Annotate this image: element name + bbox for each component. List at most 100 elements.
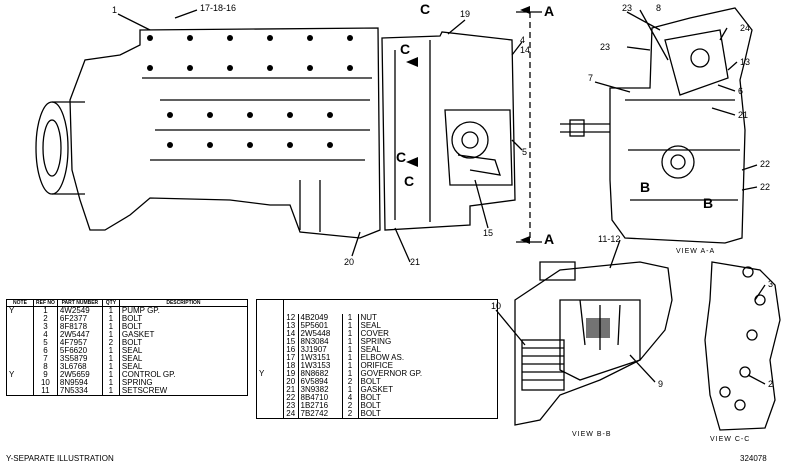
callout-17-18-16: 17-18-16 bbox=[200, 3, 237, 13]
part-description-cell: GASKET bbox=[118, 331, 248, 339]
part-note-cell bbox=[7, 387, 34, 396]
callout-1: 1 bbox=[112, 5, 118, 15]
section-c-low1: C bbox=[396, 149, 407, 165]
part-qty-cell: 1 bbox=[341, 345, 358, 354]
part-ref-cell: 17 bbox=[283, 353, 298, 362]
part-note-cell bbox=[257, 410, 284, 419]
part-ref-cell: 10 bbox=[33, 379, 58, 387]
part-qty-cell: 1 bbox=[101, 379, 120, 387]
part-number-cell: 4B2049 bbox=[297, 313, 342, 322]
part-description-cell: BOLT bbox=[118, 323, 248, 331]
part-number-cell: 1W3151 bbox=[297, 353, 342, 362]
callout-a-21: 21 bbox=[738, 110, 749, 120]
part-description-cell: SEAL bbox=[357, 321, 498, 330]
part-description-cell: CONTROL GP. bbox=[118, 371, 248, 379]
callout-c-2: 2 bbox=[768, 379, 774, 389]
callout-5: 5 bbox=[522, 147, 528, 157]
part-ref-cell: 22 bbox=[283, 393, 298, 402]
part-description-cell: COVER bbox=[357, 329, 498, 338]
part-number-cell: 2W5447 bbox=[56, 331, 103, 339]
section-c-low2: C bbox=[404, 173, 415, 189]
separate-illustration-legend: Y-SEPARATE ILLUSTRATION bbox=[6, 454, 114, 463]
part-qty-cell: 1 bbox=[101, 331, 120, 339]
part-ref-cell: 9 bbox=[33, 371, 58, 379]
callout-a-6: 6 bbox=[738, 86, 744, 96]
part-qty-cell: 1 bbox=[341, 385, 358, 394]
part-description-cell: BOLT bbox=[118, 315, 248, 323]
callout-c-3: 3 bbox=[768, 279, 774, 289]
table-header-row: NOTE REF NO PART NUMBER QTY DESCRIPTION bbox=[6, 299, 249, 307]
section-c-top: C bbox=[420, 1, 431, 17]
part-number-cell: 2W5448 bbox=[297, 329, 342, 338]
callout-19: 19 bbox=[460, 9, 471, 19]
part-note-cell bbox=[257, 346, 284, 354]
part-description-cell: SETSCREW bbox=[118, 387, 248, 396]
part-ref-cell: 21 bbox=[283, 385, 298, 394]
part-number-cell: 8N9594 bbox=[56, 379, 103, 387]
part-ref-cell: 18 bbox=[283, 361, 298, 370]
part-note-cell bbox=[7, 331, 34, 339]
part-qty-cell: 2 bbox=[341, 401, 358, 410]
callout-a-23b: 23 bbox=[600, 42, 611, 52]
section-b-left: B bbox=[640, 179, 651, 195]
section-a-bottom: A bbox=[544, 231, 555, 247]
part-qty-cell: 1 bbox=[101, 315, 120, 323]
part-description-cell: SEAL bbox=[118, 355, 248, 363]
part-description-cell: PUMP GP. bbox=[118, 306, 248, 315]
part-ref-cell: 16 bbox=[283, 345, 298, 354]
section-c-mid: C bbox=[400, 41, 411, 57]
part-ref-cell: 2 bbox=[33, 315, 58, 323]
callout-a-7: 7 bbox=[588, 73, 594, 83]
part-qty-cell: 1 bbox=[341, 313, 358, 322]
part-qty-cell: 1 bbox=[101, 387, 120, 396]
part-note-cell bbox=[7, 355, 34, 363]
callout-a-13: 13 bbox=[740, 57, 751, 67]
part-ref-cell: 24 bbox=[283, 409, 298, 418]
part-number-cell: 4W2549 bbox=[56, 306, 103, 315]
part-note-cell: Y bbox=[259, 368, 265, 378]
callout-a-23a: 23 bbox=[622, 3, 633, 13]
view-c-c-label: VIEW C-C bbox=[710, 436, 751, 443]
part-ref-cell: 12 bbox=[283, 313, 298, 322]
part-number-cell: 5P5601 bbox=[297, 321, 342, 330]
part-qty-cell: 1 bbox=[341, 369, 358, 378]
part-note-cell bbox=[257, 354, 284, 362]
part-qty-cell: 1 bbox=[101, 363, 120, 371]
part-ref-cell: 11 bbox=[33, 387, 58, 396]
part-note-cell bbox=[257, 314, 284, 322]
part-ref-cell: 14 bbox=[283, 329, 298, 338]
part-description-cell: NUT bbox=[357, 313, 498, 322]
part-qty-cell: 1 bbox=[341, 321, 358, 330]
part-note-cell bbox=[7, 347, 34, 355]
part-description-cell: BOLT bbox=[357, 393, 498, 402]
part-description-cell: SEAL bbox=[118, 363, 248, 371]
part-number-cell: 3S5879 bbox=[56, 355, 103, 363]
callout-15: 15 bbox=[483, 228, 494, 238]
part-description-cell: ELBOW AS. bbox=[357, 353, 498, 362]
header-description: DESCRIPTION bbox=[118, 299, 249, 307]
part-ref-cell: 20 bbox=[283, 377, 298, 386]
part-ref-cell: 19 bbox=[283, 369, 298, 378]
part-number-cell: 7N5334 bbox=[56, 387, 103, 396]
part-qty-cell: 1 bbox=[341, 337, 358, 346]
part-number-cell: 3N9382 bbox=[297, 385, 342, 394]
part-number-cell: 6V5894 bbox=[297, 377, 342, 386]
part-qty-cell: 1 bbox=[101, 347, 120, 355]
part-number-cell: 6F2377 bbox=[56, 315, 103, 323]
part-description-cell: GASKET bbox=[357, 385, 498, 394]
section-b-right: B bbox=[703, 195, 714, 211]
part-ref-cell: 7 bbox=[33, 355, 58, 363]
